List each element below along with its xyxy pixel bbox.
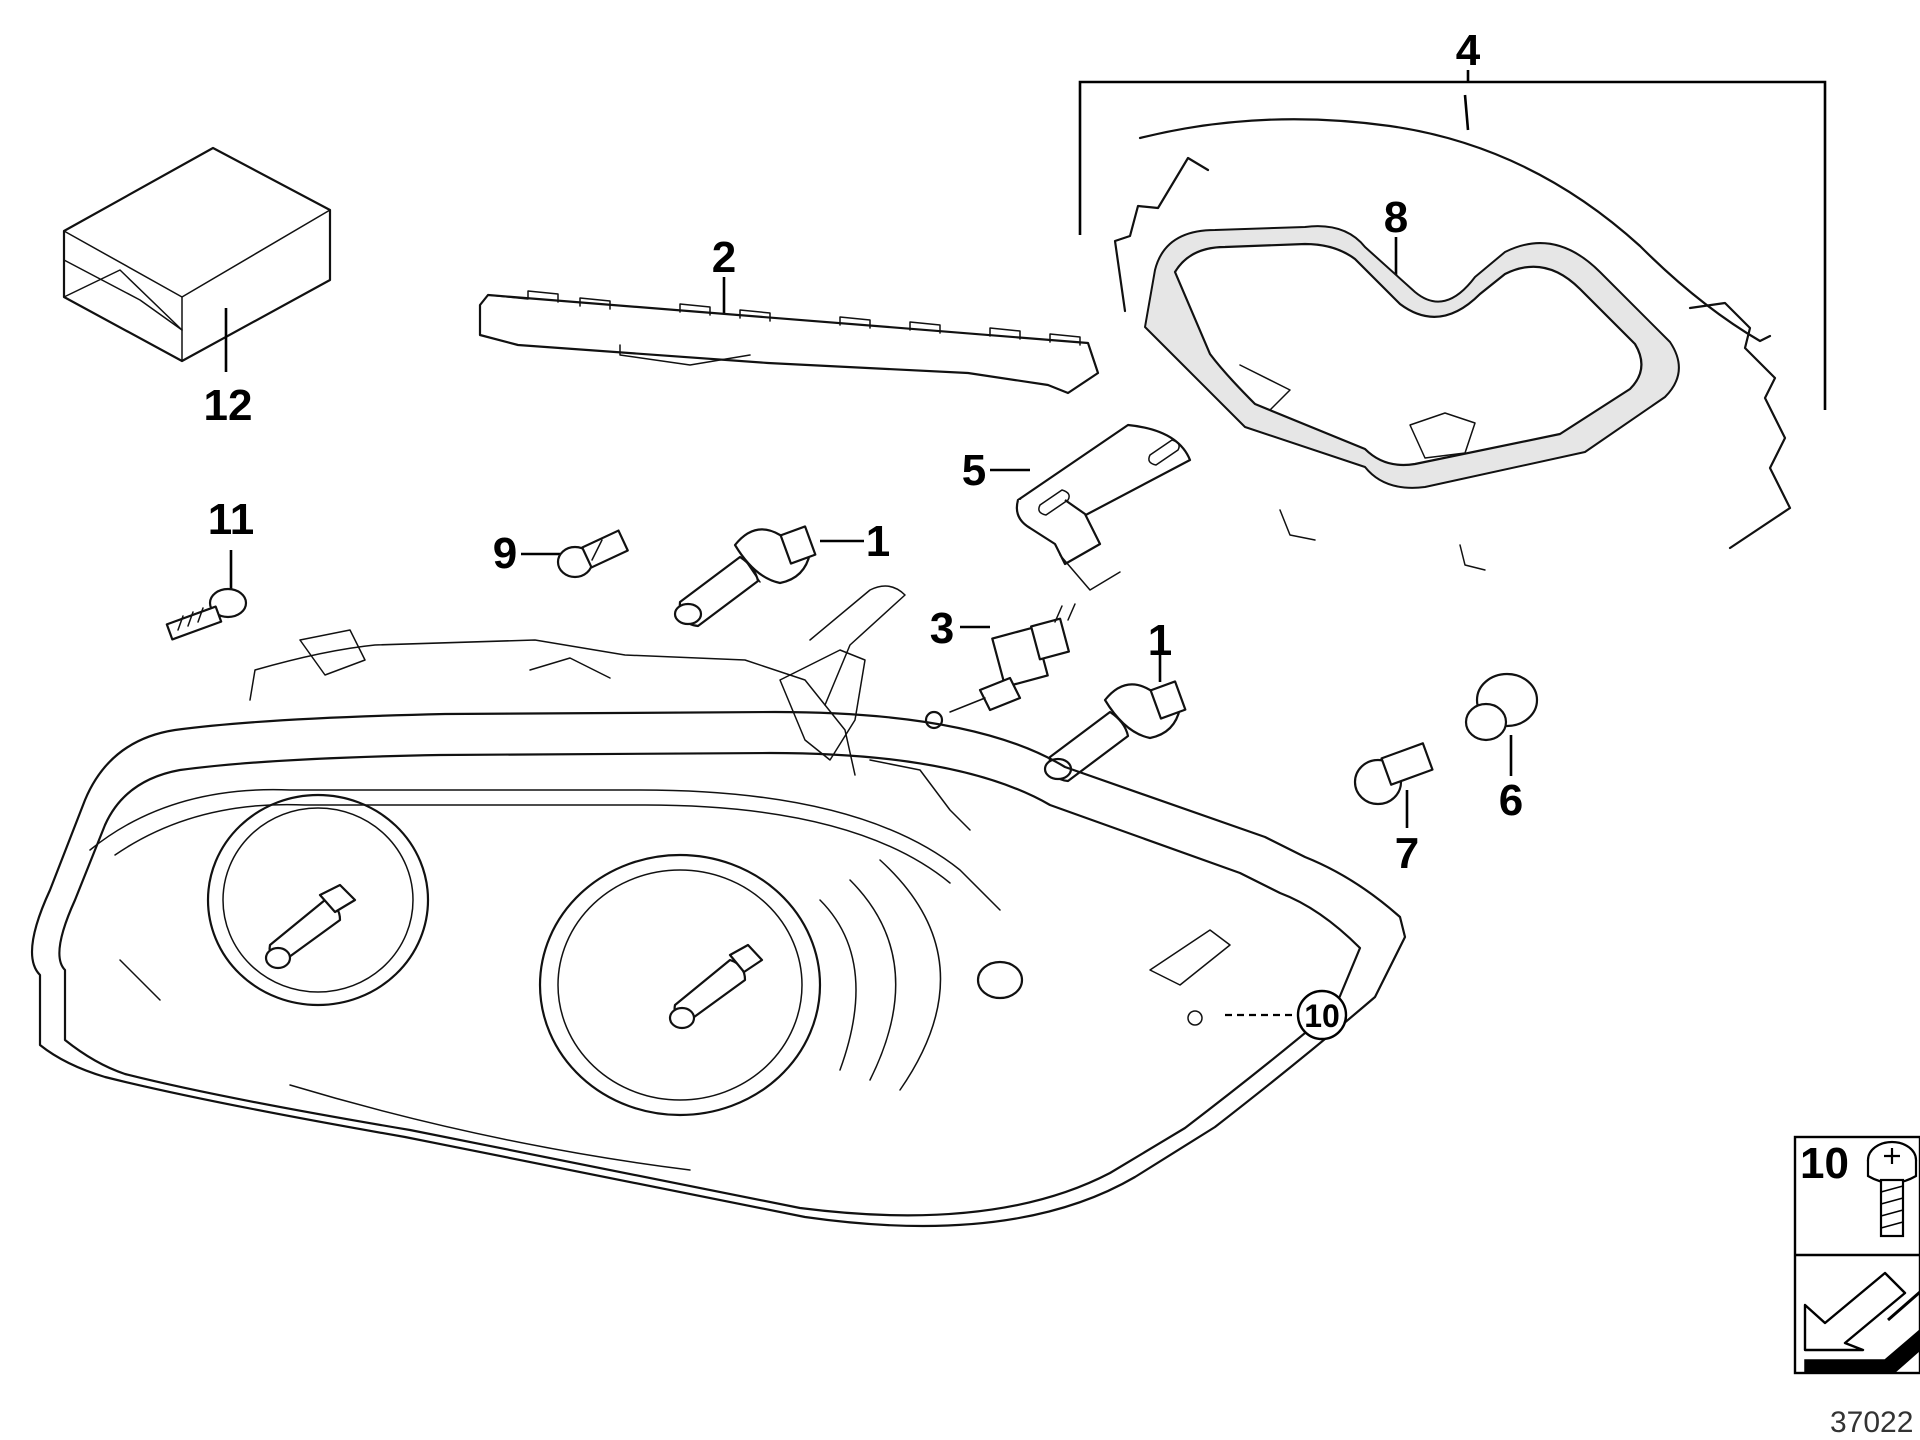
part-7-bulb (1353, 742, 1434, 828)
part-2-bracket-strip (478, 277, 1100, 395)
callout-7: 7 (1395, 829, 1419, 878)
callout-10: 10 (1304, 998, 1340, 1034)
legend-box: 10 (1793, 1135, 1920, 1375)
callout-6: 6 (1499, 776, 1523, 825)
callout-10-circle (1296, 989, 1348, 1041)
callout-9: 9 (493, 529, 517, 578)
callout-12: 12 (204, 381, 253, 430)
part-10-leader (1225, 989, 1348, 1041)
part-8-housing-cover (1144, 225, 1680, 571)
callout-8: 8 (1384, 193, 1408, 242)
callout-3: 3 (930, 604, 954, 653)
part-6-bulb-holder (1464, 672, 1539, 776)
part-1-bulb-upper (673, 525, 864, 628)
part-11-bolt (165, 550, 248, 641)
callout-4: 4 (1456, 26, 1481, 75)
callout-1-upper: 1 (866, 517, 890, 566)
part-4-seal-set (1078, 70, 1827, 550)
part-1-bulb-lower (1043, 650, 1187, 783)
callout-2: 2 (712, 233, 736, 282)
part-5-bracket (990, 423, 1192, 591)
install-arrow-icon (1803, 1271, 1920, 1373)
headlight-assembly (30, 585, 1407, 1228)
callout-11: 11 (208, 495, 255, 544)
part-3-socket (924, 603, 1076, 730)
diagram-id: 37022 (1830, 1406, 1913, 1439)
screw-icon (1866, 1140, 1918, 1238)
legend-number: 10 (1800, 1139, 1849, 1188)
callout-1-lower: 1 (1148, 616, 1172, 665)
part-9-bulb (521, 529, 629, 579)
part-12-box (62, 146, 332, 372)
callout-5: 5 (962, 446, 986, 495)
